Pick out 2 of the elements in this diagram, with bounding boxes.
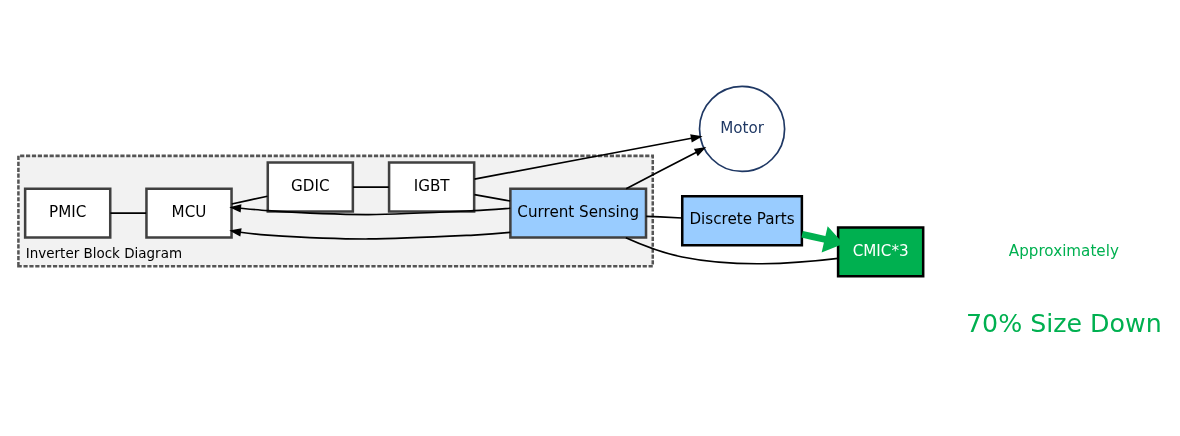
label: 70% Size Down [966,308,1162,338]
label: Approximately [1008,241,1119,260]
